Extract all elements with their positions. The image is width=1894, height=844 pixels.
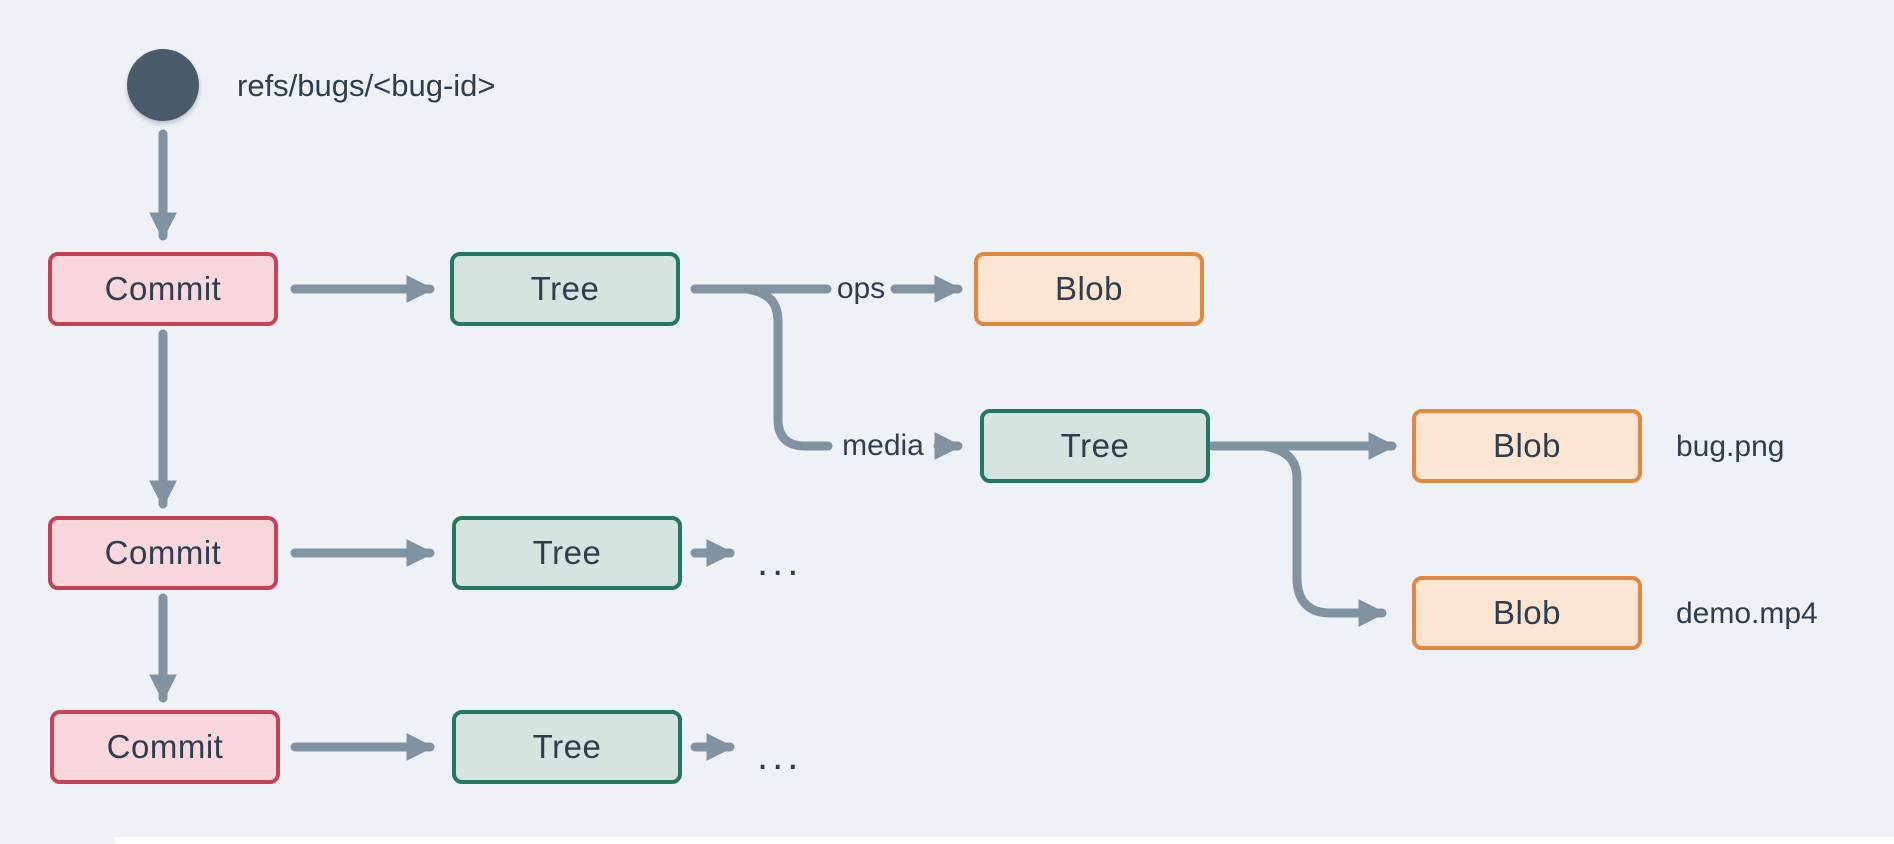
tree-node-2: Tree (452, 516, 682, 590)
blob-node-demo-mp4-label: Blob (1492, 594, 1562, 631)
commit-node-2: Commit (48, 516, 278, 590)
bottom-edge-strip (115, 837, 1894, 844)
blob-node-bug-png: Blob (1412, 409, 1642, 483)
ref-label: refs/bugs/<bug-id> (237, 68, 496, 103)
tree-node-1-label: Tree (530, 270, 600, 307)
commit-node-3-label: Commit (106, 728, 224, 765)
tree-node-media-label: Tree (1060, 427, 1130, 464)
edge-label-media: media (842, 429, 924, 462)
edge-label-ops: ops (836, 272, 886, 305)
tree-node-2-label: Tree (532, 534, 602, 571)
file-label-bug-png: bug.png (1676, 430, 1785, 463)
ref-circle-icon (127, 49, 199, 121)
commit-node-1: Commit (48, 252, 278, 326)
tree-node-1: Tree (450, 252, 680, 326)
blob-node-ops-label: Blob (1054, 270, 1124, 307)
edge-tree2-branch-to-blob3 (1259, 441, 1387, 627)
tree-node-3-label: Tree (532, 728, 602, 765)
tree-node-3: Tree (452, 710, 682, 784)
commit-node-1-label: Commit (104, 270, 222, 307)
commit-node-2-label: Commit (104, 534, 222, 571)
edge-tree1-branch-to-media (742, 284, 833, 451)
blob-node-ops: Blob (974, 252, 1204, 326)
blob-node-demo-mp4: Blob (1412, 576, 1642, 650)
tree-node-media: Tree (980, 409, 1210, 483)
ellipsis-tree-3: ... (757, 734, 803, 778)
blob-node-bug-png-label: Blob (1492, 427, 1562, 464)
file-label-demo-mp4: demo.mp4 (1676, 597, 1818, 630)
commit-node-3: Commit (50, 710, 280, 784)
ellipsis-tree-2: ... (757, 540, 803, 584)
